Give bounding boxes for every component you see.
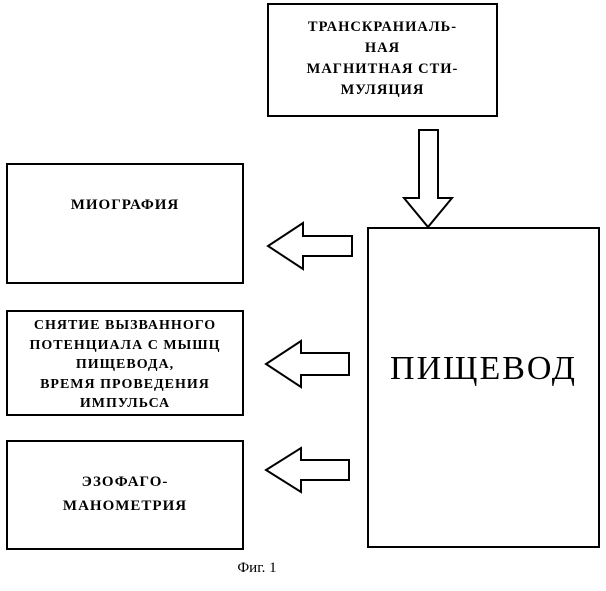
evoked-potential-box: СНЯТИЕ ВЫЗВАННОГО ПОТЕНЦИАЛА С МЫШЦ ПИЩЕ… — [6, 310, 244, 416]
tms-box: ТРАНСКРАНИАЛЬ- НАЯ МАГНИТНАЯ СТИ- МУЛЯЦИ… — [267, 3, 498, 117]
manometry-label: ЭЗОФАГО- МАНОМЕТРИЯ — [8, 470, 242, 518]
myography-box: МИОГРАФИЯ — [6, 163, 244, 284]
arrow-left-to-myography — [268, 223, 352, 269]
tms-label: ТРАНСКРАНИАЛЬ- НАЯ МАГНИТНАЯ СТИ- МУЛЯЦИ… — [269, 17, 496, 101]
arrow-left-to-evoked-potential — [266, 341, 349, 387]
esophagus-box: ПИЩЕВОД — [367, 227, 600, 548]
myography-label: МИОГРАФИЯ — [8, 195, 242, 215]
figure-caption: Фиг. 1 — [222, 560, 292, 577]
esophagus-label: ПИЩЕВОД — [369, 349, 598, 389]
manometry-box: ЭЗОФАГО- МАНОМЕТРИЯ — [6, 440, 244, 550]
arrow-down-tms-to-esophagus — [404, 130, 452, 227]
arrow-left-to-manometry — [266, 448, 349, 492]
evoked-potential-label: СНЯТИЕ ВЫЗВАННОГО ПОТЕНЦИАЛА С МЫШЦ ПИЩЕ… — [8, 316, 242, 414]
